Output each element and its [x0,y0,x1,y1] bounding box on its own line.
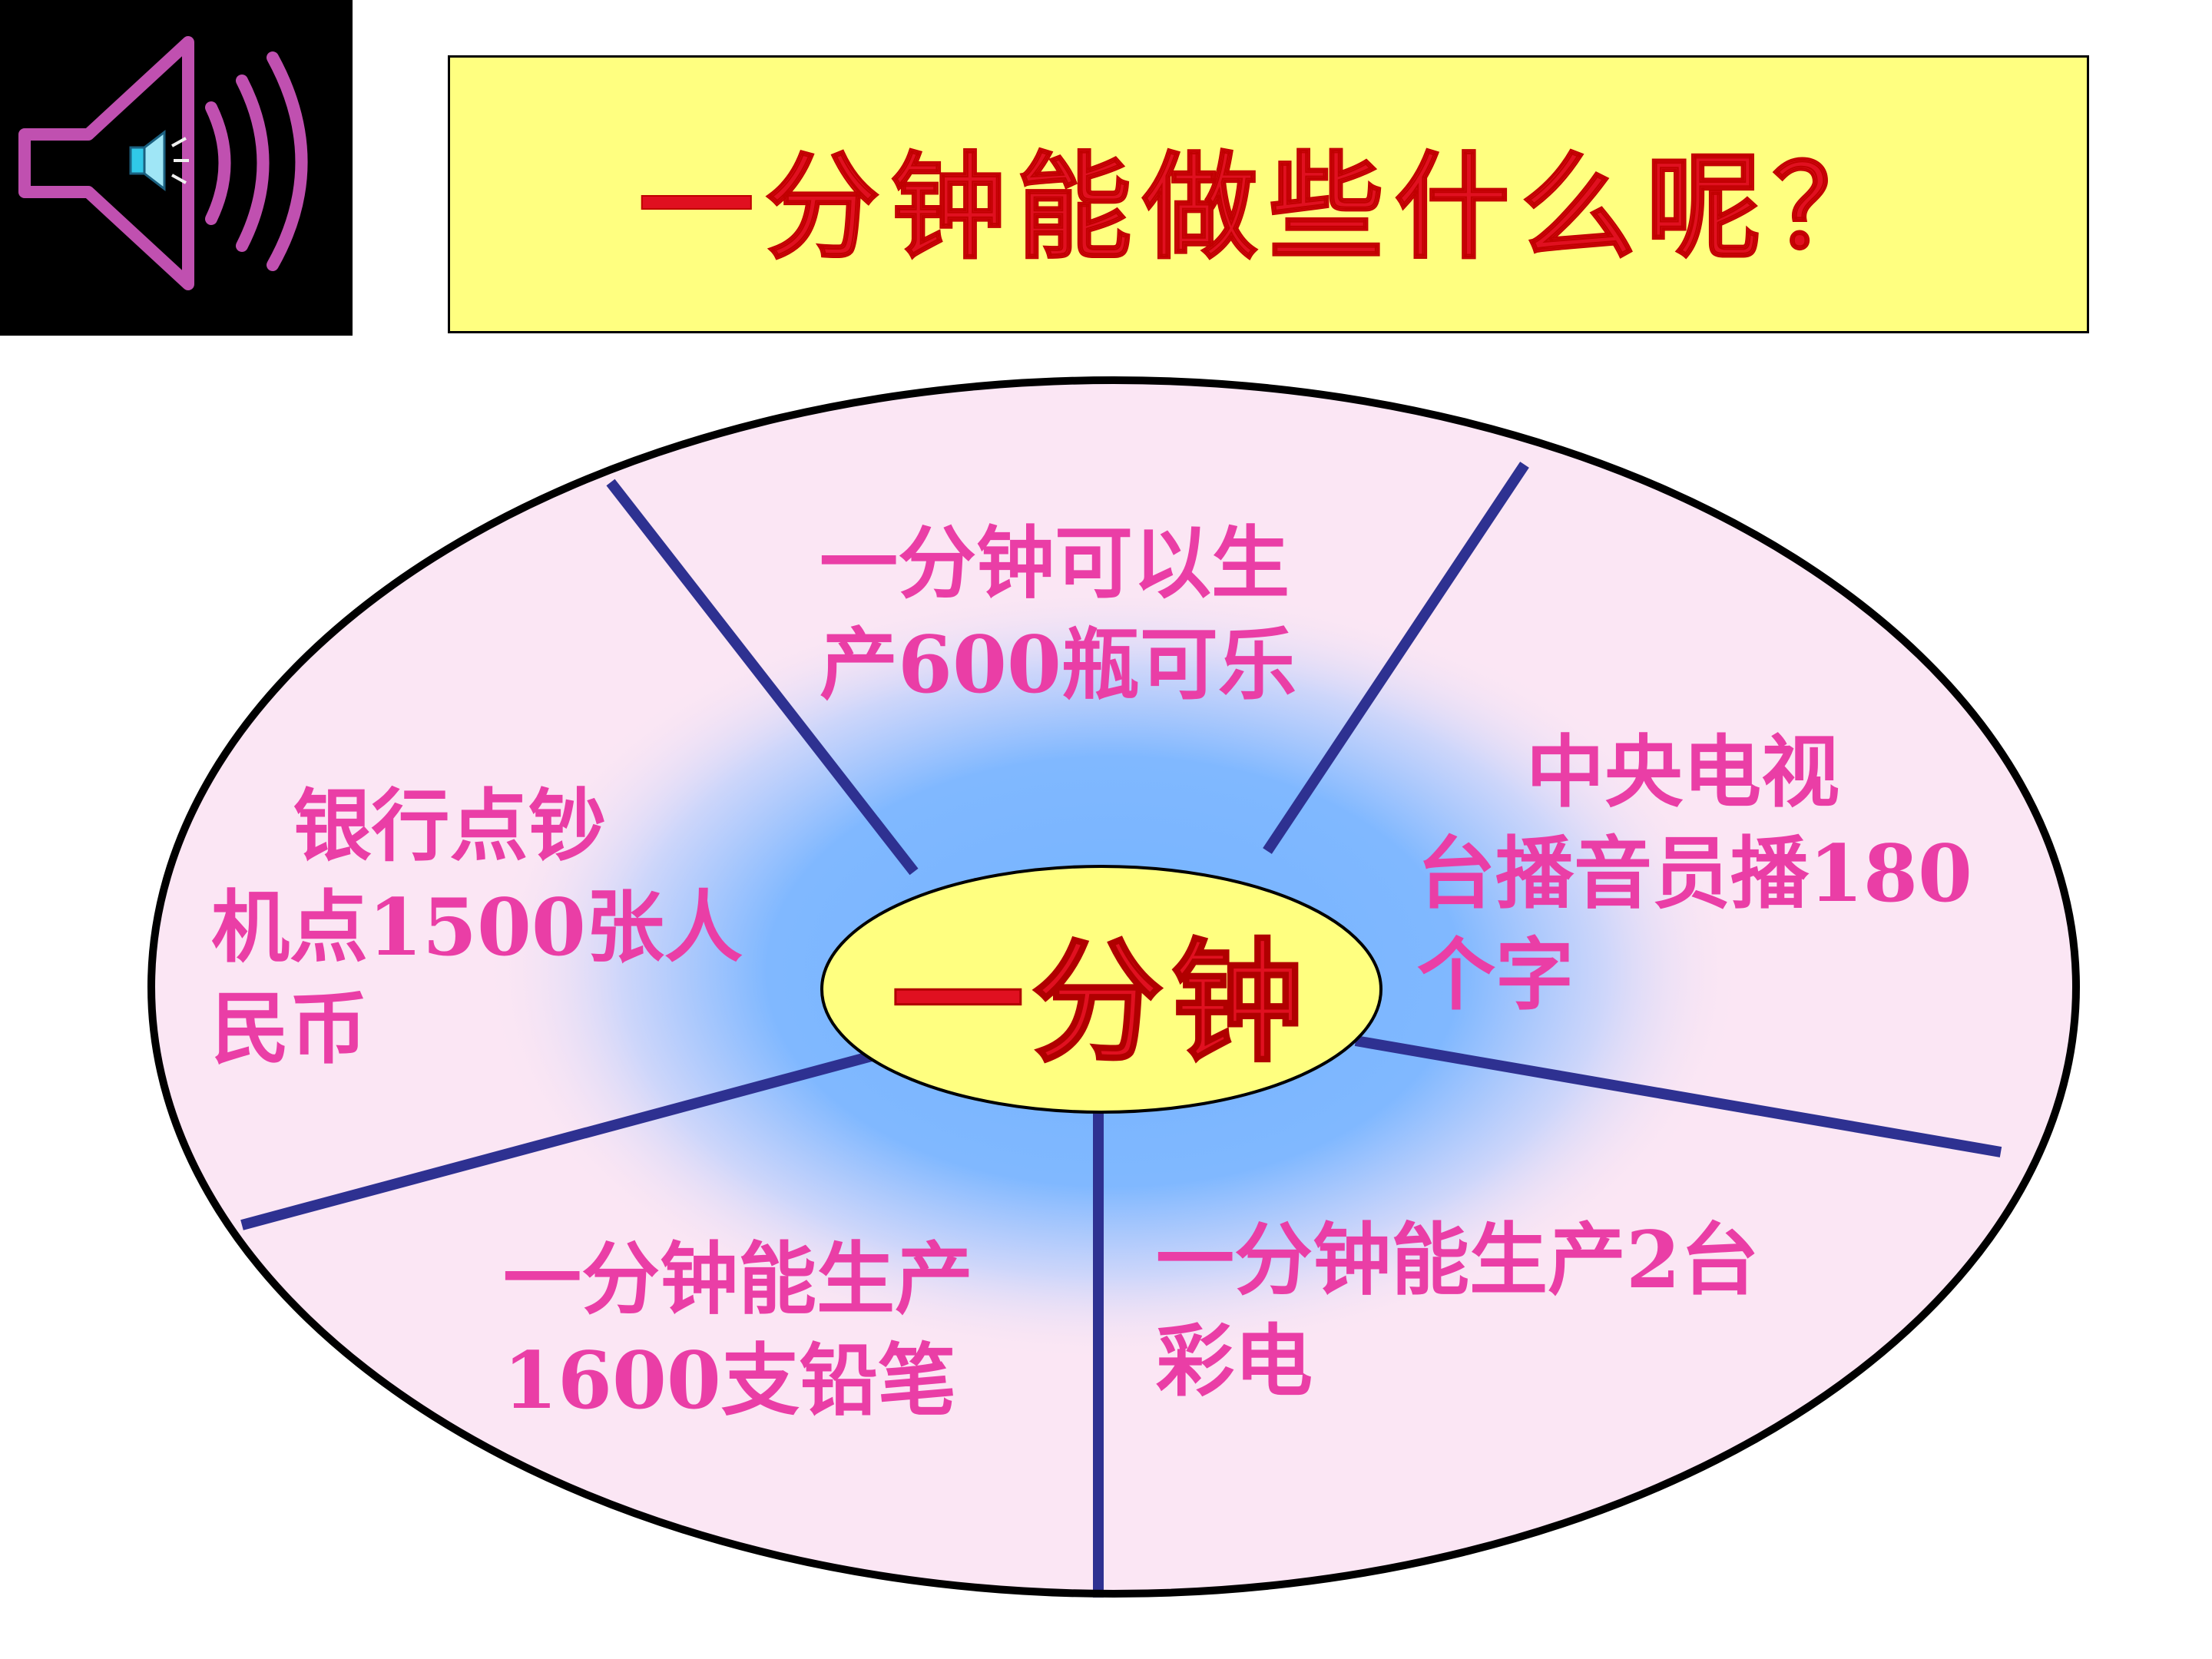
speaker-graphic [18,36,308,290]
divider-line-left [240,1051,873,1230]
divider-line-top-right [1263,462,1529,854]
segment-left-text: 银行点钞 机点1500张人 民币 [211,780,743,1075]
segment-bottom-left-text: 一分钟能生产 1600支铅笔 [503,1233,973,1427]
center-ellipse [820,865,1382,1114]
outer-ellipse-border [147,376,2080,1598]
center-label: 一分钟 [891,925,1311,1081]
page-title: 一分钟能做些什么呢？ [637,141,1899,276]
title-box: 一分钟能做些什么呢？ [448,55,2089,333]
speaker-icon[interactable] [0,0,353,336]
divider-line-top-left [606,478,919,876]
segment-top-text: 一分钟可以生 产600瓶可乐 [820,518,1296,711]
segment-bottom-right-text: 一分钟能生产2台 彩电 [1156,1214,1759,1408]
divider-line-right [1354,1035,2002,1157]
segment-right-text: 中央电视 台播音员播180 个字 [1417,727,1972,1022]
